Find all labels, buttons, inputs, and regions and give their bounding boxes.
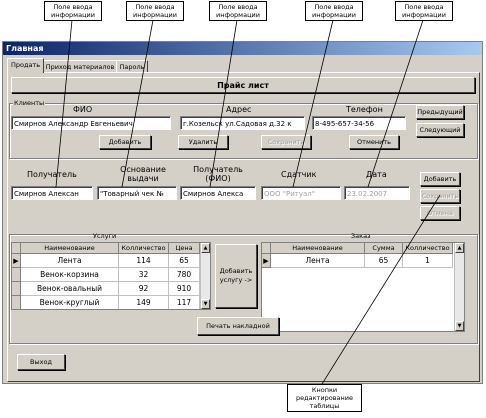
scroll-up-icon[interactable]: ▲ xyxy=(201,243,210,253)
table-cell[interactable]: Венок-круглый xyxy=(21,296,119,309)
services-header-corner xyxy=(12,243,21,254)
client-cancel-button[interactable]: Отменить xyxy=(349,135,399,149)
callout-input-field-5: Поле ввода информации xyxy=(395,1,453,21)
callout-input-field-3: Поле ввода информации xyxy=(209,1,267,21)
recipient-fio-field[interactable]: Смирнов Алекса xyxy=(180,186,256,200)
table-cell[interactable]: 32 xyxy=(119,268,169,282)
add-service-button[interactable]: Добавить услугу -> xyxy=(215,244,257,308)
tab-password[interactable]: Пароль xyxy=(116,60,148,73)
exit-button[interactable]: Выход xyxy=(17,354,65,370)
client-phone-field[interactable]: 8-495-657-34-56 xyxy=(312,116,406,130)
table-cell[interactable]: 65 xyxy=(365,254,403,268)
table-cell[interactable]: Лента xyxy=(21,254,119,268)
order-header-corner xyxy=(262,243,271,254)
callout-table-edit-buttons: Кнопки редактирование таблицы xyxy=(287,384,362,412)
table-cell[interactable]: 114 xyxy=(119,254,169,268)
services-header-price[interactable]: Цена xyxy=(169,243,200,254)
table-cell[interactable]: 92 xyxy=(119,282,169,296)
client-save-button[interactable]: Сохранить xyxy=(261,135,311,149)
services-header-qty[interactable]: Колличество xyxy=(119,243,169,254)
row-indicator-icon: ▶ xyxy=(262,254,271,268)
callout-input-field-1: Поле ввода информации xyxy=(44,1,102,21)
tables-group xyxy=(9,234,478,344)
table-cell[interactable]: Венок-корзина xyxy=(21,268,119,282)
main-window: Главная Продать Приход материалов Пароль… xyxy=(2,41,483,384)
table-cell[interactable]: 910 xyxy=(169,282,200,296)
tab-panel-sell xyxy=(7,72,480,382)
table-cell[interactable]: Венок-овальный xyxy=(21,282,119,296)
row-indicator-icon: ▶ xyxy=(12,254,21,268)
issuer-label: Сдатчик xyxy=(281,170,317,179)
callout-input-field-2: Поле ввода информации xyxy=(126,1,184,21)
scroll-down-icon[interactable]: ▼ xyxy=(455,321,464,331)
client-delete-button[interactable]: Удалить xyxy=(178,135,228,149)
services-header-name[interactable]: Наименование xyxy=(21,243,119,254)
order-cancel-button[interactable]: Отмена xyxy=(420,206,460,220)
table-cell[interactable]: 149 xyxy=(119,296,169,309)
order-add-button[interactable]: Добавить xyxy=(420,172,460,186)
order-header-name[interactable]: Наименование xyxy=(271,243,365,254)
clients-group xyxy=(9,103,478,159)
price-list-button[interactable]: Прайс лист xyxy=(11,77,475,93)
table-cell[interactable]: 65 xyxy=(169,254,200,268)
next-button[interactable]: Следующий xyxy=(416,123,464,137)
order-header-sum[interactable]: Сумма xyxy=(365,243,403,254)
table-cell[interactable]: 1 xyxy=(403,254,453,268)
services-table[interactable]: Наименование Колличество Цена ▶ Лента 11… xyxy=(11,242,211,310)
order-save-button[interactable]: Сохранить xyxy=(420,189,460,203)
basis-label: Основание выдачи xyxy=(120,165,166,183)
client-address-field[interactable]: г.Козельск ул.Садовая д.32 к xyxy=(180,116,305,130)
fio-label: ФИО xyxy=(73,105,93,114)
row-indicator xyxy=(12,282,21,296)
table-cell[interactable]: Лента xyxy=(271,254,365,268)
date-field[interactable]: 23.02.2007 xyxy=(344,186,410,200)
basis-field[interactable]: "Товарный чек № xyxy=(97,186,177,200)
order-table[interactable]: Наименование Сумма Колличество ▶ Лента 6… xyxy=(261,242,465,332)
print-invoice-button[interactable]: Печать накладной xyxy=(197,317,279,335)
row-indicator xyxy=(12,296,21,309)
issuer-field[interactable]: ООО "Ритуал" xyxy=(261,186,341,200)
phone-label: Телефон xyxy=(346,105,383,114)
client-add-button[interactable]: Добавить xyxy=(99,135,151,149)
scroll-up-icon[interactable]: ▲ xyxy=(455,243,464,253)
callout-input-field-4: Поле ввода информации xyxy=(305,1,363,21)
tab-sell[interactable]: Продать xyxy=(7,58,44,73)
client-fio-field[interactable]: Смирнов Александр Евгеньевич xyxy=(11,116,171,130)
order-title: Заказ xyxy=(351,232,371,240)
order-header-qty[interactable]: Колличество xyxy=(403,243,453,254)
table-cell[interactable]: 780 xyxy=(169,268,200,282)
recipient-fio-label: Получатель (ФИО) xyxy=(193,165,243,183)
recipient-label: Получатель xyxy=(27,170,77,179)
clients-group-label: Клиенты xyxy=(13,99,46,107)
window-title: Главная xyxy=(3,42,482,55)
services-title: Услуги xyxy=(93,232,117,240)
scroll-down-icon[interactable]: ▼ xyxy=(201,299,210,309)
previous-button[interactable]: Предыдущий xyxy=(416,105,464,119)
row-indicator xyxy=(12,268,21,282)
services-scrollbar[interactable]: ▲ ▼ xyxy=(200,243,210,309)
date-label: Дата xyxy=(366,170,387,179)
recipient-field[interactable]: Смирнов Алексан xyxy=(11,186,93,200)
table-cell[interactable]: 117 xyxy=(169,296,200,309)
order-scrollbar[interactable]: ▲ ▼ xyxy=(454,243,464,331)
address-label: Адрес xyxy=(226,105,252,114)
